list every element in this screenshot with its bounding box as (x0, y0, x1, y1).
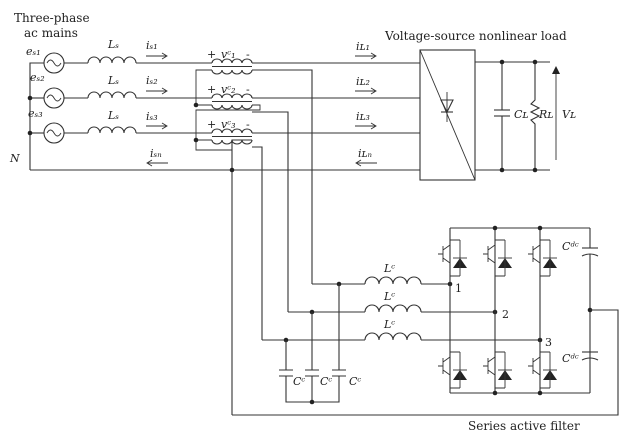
VL-arrow (552, 66, 560, 160)
is1-label: iₛ₁ (146, 39, 158, 52)
Lc3-label: Lᶜ (383, 318, 395, 331)
inductor-Lc1 (364, 276, 422, 285)
switch-lower-1 (438, 351, 467, 389)
Cc3-label: Cᶜ (349, 375, 361, 388)
capacitor-Cdc-top (581, 228, 599, 393)
Ls3-label: Lₛ (107, 109, 119, 122)
isn-arrow (146, 159, 168, 167)
capacitor-Cdc-bottom (581, 351, 599, 361)
node-3-label: 3 (545, 336, 552, 349)
vc3-plus: + (207, 118, 216, 131)
RL-label: Rʟ (538, 108, 553, 121)
Cdc-top-label: Cᵈᶜ (562, 240, 579, 253)
capacitor-Cc2 (305, 369, 319, 377)
is1-arrow (146, 52, 168, 60)
switch-upper-2 (483, 239, 512, 277)
is3-arrow (146, 122, 168, 130)
iLn-label: iʟₙ (358, 147, 372, 160)
transformer-1 (211, 58, 253, 75)
is3-label: iₛ₃ (146, 110, 158, 123)
neutral-label: N (9, 152, 20, 165)
load-title: Voltage-source nonlinear load (384, 29, 567, 43)
source-es1 (43, 52, 65, 74)
source-es3 (43, 122, 65, 144)
inductor-Ls2 (87, 91, 137, 99)
inductor-Ls1 (87, 56, 137, 64)
es2-label: eₛ₂ (30, 71, 45, 84)
filter-title: Series active filter (468, 419, 580, 433)
source-es2 (43, 87, 65, 109)
vc1-label: vᶜ₁ (221, 48, 236, 61)
capacitor-Cc1 (279, 369, 293, 377)
iL3-arrow (355, 122, 377, 130)
iL3-label: iʟ₃ (356, 110, 370, 123)
vc2-label: vᶜ₂ (221, 83, 236, 96)
mains-title-line1: Three-phase (14, 11, 90, 25)
capacitor-Cc3 (332, 369, 346, 377)
es1-label: eₛ₁ (26, 45, 41, 58)
switch-upper-1 (438, 239, 467, 277)
is2-arrow (146, 87, 168, 95)
vc3-label: vᶜ₃ (221, 118, 236, 131)
switch-upper-3 (528, 239, 557, 277)
load-resistor (529, 59, 541, 173)
vc2-minus: - (246, 83, 250, 96)
es3-label: eₛ₃ (28, 107, 43, 120)
load-capacitor (494, 59, 510, 173)
dc-midpoint-return (232, 309, 619, 416)
iL1-arrow (355, 52, 377, 60)
iL2-label: iʟ₂ (356, 75, 370, 88)
rectifier-block (419, 49, 476, 181)
switch-lower-2 (483, 351, 512, 389)
Lc1-label: Lᶜ (383, 262, 395, 275)
Cdc-bottom-label: Cᵈᶜ (562, 352, 579, 365)
iL1-label: iʟ₁ (356, 40, 370, 53)
transformer-2 (211, 93, 253, 110)
mains-title-line2: ac mains (24, 26, 78, 40)
vc1-minus: - (246, 48, 250, 61)
iLn-arrow (355, 159, 377, 167)
CL-label: Cʟ (514, 108, 528, 121)
secondary-star-line (231, 139, 252, 415)
tx1-secondary-left (195, 69, 212, 106)
inductor-Lc2 (364, 304, 422, 313)
switch-lower-3 (528, 351, 557, 389)
Cc1-label: Cᶜ (293, 375, 305, 388)
vc2-plus: + (207, 83, 216, 96)
inductor-Lc3 (364, 332, 422, 341)
iL2-arrow (355, 87, 377, 95)
isn-label: iₛₙ (150, 147, 162, 160)
Ls1-label: Lₛ (107, 38, 119, 51)
vc1-plus: + (207, 48, 216, 61)
VL-label: Vʟ (562, 108, 576, 121)
Ls2-label: Lₛ (107, 74, 119, 87)
inductor-Ls3 (87, 126, 137, 134)
node-1-label: 1 (455, 282, 462, 295)
Lc2-label: Lᶜ (383, 290, 395, 303)
Cc2-label: Cᶜ (320, 375, 332, 388)
node-2-label: 2 (502, 308, 509, 321)
vc3-minus: - (246, 118, 250, 131)
is2-label: iₛ₂ (146, 74, 158, 87)
